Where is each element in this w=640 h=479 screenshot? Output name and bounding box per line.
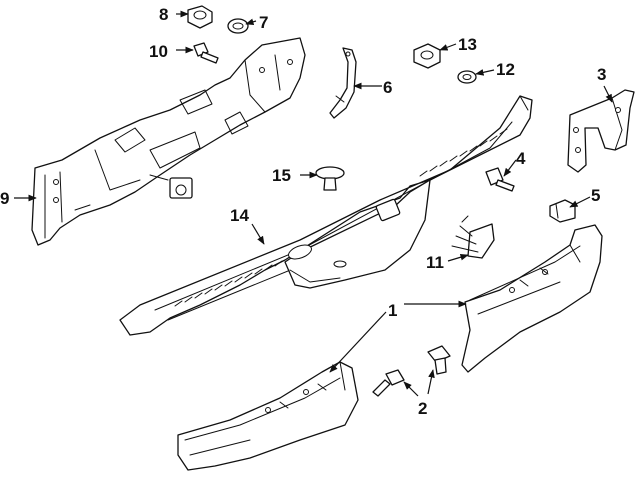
callout-7: 7 [259,13,268,32]
part-6-bracket [329,47,357,119]
part-1-right-bumper-end [461,224,603,373]
callout-9: 9 [0,189,9,208]
callout-5: 5 [591,186,600,205]
part-15-push-pin [315,166,345,191]
part-4-bolt [485,167,515,192]
leader-13 [439,43,457,51]
part-3-side-bracket [567,89,635,173]
leader-lines [14,10,613,397]
callout-labels: 1 2 3 4 5 6 7 8 9 10 11 12 13 14 15 [0,5,606,418]
callout-8: 8 [159,5,168,24]
part-12-washer [457,70,477,84]
part-10-bolt [193,42,219,64]
part-1-left-bumper-end [177,361,359,471]
callout-3: 3 [597,65,606,84]
callout-4: 4 [516,149,526,168]
callout-10: 10 [149,42,168,61]
leader-5 [569,196,591,208]
part-13-nut [413,43,441,69]
part-7-washer [227,18,249,34]
callout-11: 11 [426,253,444,272]
leader-1-left [329,311,387,373]
leader-4 [503,159,517,177]
part-14-step-pad [119,95,533,336]
leader-11 [447,253,469,262]
part-2-bolt-a [427,345,451,375]
callout-14: 14 [230,206,249,225]
leader-2-b [403,381,419,397]
leader-2-a [427,369,435,395]
part-8-nut [187,5,213,29]
callout-12: 12 [496,60,515,79]
leader-3 [603,85,613,103]
leader-12 [475,69,495,76]
part-5-clip-nut [549,199,576,223]
callout-6: 6 [383,78,392,97]
callout-2: 2 [418,399,427,418]
callout-13: 13 [458,35,477,54]
part-9-hitch-frame [31,37,306,246]
leader-14 [251,223,265,245]
callout-15: 15 [272,166,291,185]
part-11-stud-bracket [451,215,495,259]
callout-1: 1 [388,301,397,320]
leader-7 [245,18,257,26]
part-2-bolt-b [372,369,405,397]
